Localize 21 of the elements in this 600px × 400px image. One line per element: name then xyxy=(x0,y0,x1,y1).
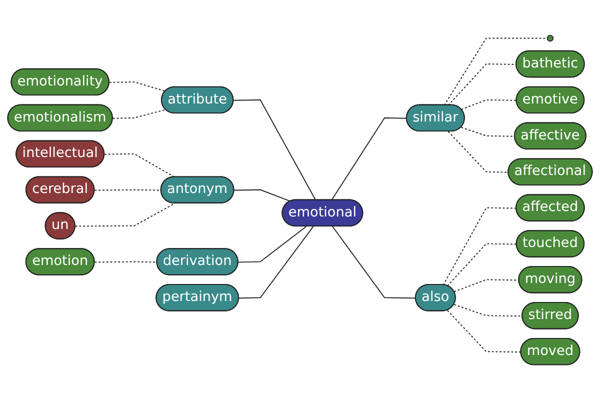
connector xyxy=(234,189,292,202)
connector xyxy=(104,153,176,178)
connector xyxy=(94,261,158,263)
connector xyxy=(112,109,166,119)
connector xyxy=(233,99,316,201)
connector xyxy=(332,226,416,299)
connector xyxy=(460,126,516,137)
connector xyxy=(442,207,517,286)
connector xyxy=(238,226,307,263)
connector xyxy=(460,99,518,110)
connector xyxy=(448,131,510,173)
connector xyxy=(238,226,314,299)
connector xyxy=(446,310,522,353)
connector xyxy=(446,243,518,286)
connector xyxy=(74,202,176,227)
connector xyxy=(444,38,548,106)
node-circle xyxy=(546,34,554,42)
connector xyxy=(331,117,408,201)
connector xyxy=(94,189,162,191)
connector xyxy=(108,81,166,92)
connector xyxy=(454,304,524,317)
